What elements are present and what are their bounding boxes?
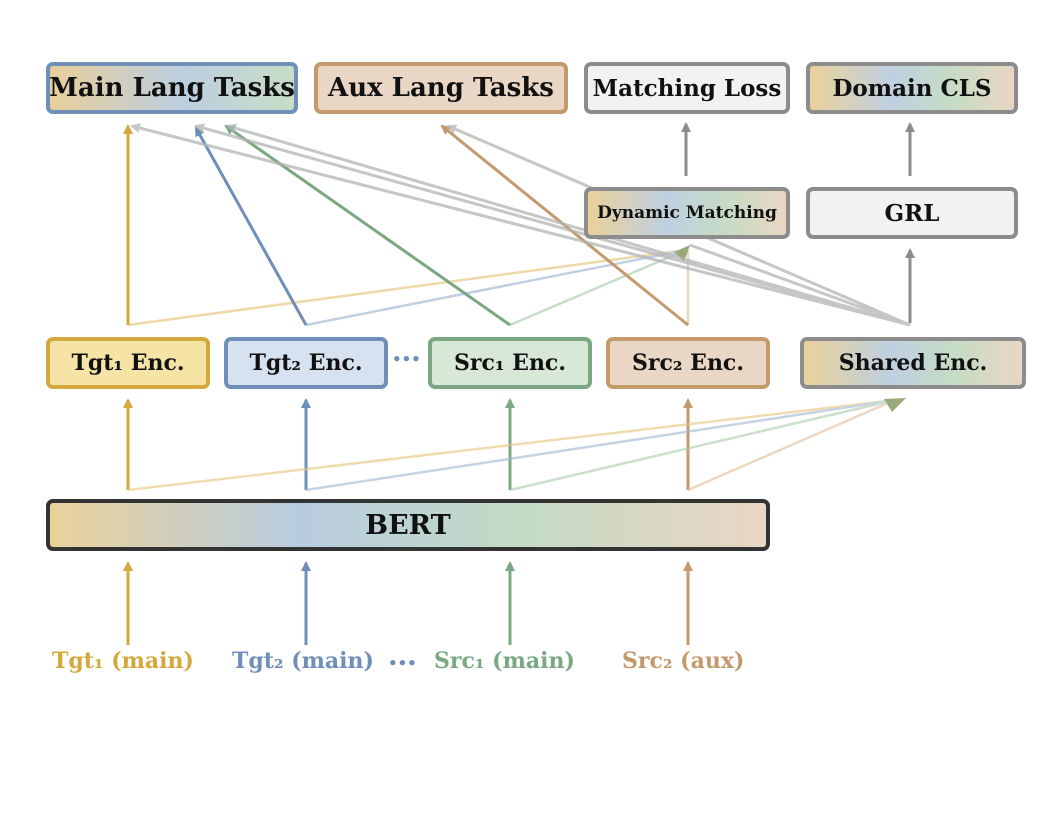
tgt1-encoder-label: Tgt₁ Enc.	[71, 350, 185, 376]
arrow-shared-main-1	[130, 123, 911, 327]
line-bert-tgt1-shared	[127, 398, 896, 492]
domain-cls-label: Domain CLS	[832, 74, 992, 102]
encoder-to-matching-lines	[127, 248, 690, 327]
bert-box: BERT	[46, 499, 770, 551]
arrow-tgt2-main	[194, 126, 308, 326]
aux-lang-tasks-box: Aux Lang Tasks	[314, 62, 568, 114]
encoder-ellipsis: •••	[392, 350, 421, 368]
src2-encoder-box: Src₂ Enc.	[606, 337, 770, 389]
grl-box: GRL	[806, 187, 1018, 239]
input-ellipsis: •••	[388, 654, 417, 672]
line-bert-src2-shared	[687, 398, 896, 492]
matching-loss-box: Matching Loss	[584, 62, 790, 114]
shared-encoder-box: Shared Enc.	[800, 337, 1026, 389]
line-src1-matching	[509, 248, 687, 327]
tgt1-encoder-box: Tgt₁ Enc.	[46, 337, 210, 389]
arrow-shared-main-3	[226, 123, 911, 327]
grl-label: GRL	[884, 199, 940, 227]
domain-cls-box: Domain CLS	[806, 62, 1018, 114]
bert-label: BERT	[365, 509, 451, 541]
input-src1-label: Src₁ (main)	[434, 648, 575, 674]
input-tgt1-label: Tgt₁ (main)	[52, 648, 194, 674]
main-lang-tasks-box: Main Lang Tasks	[46, 62, 298, 114]
arrow-shared-matching	[689, 243, 911, 327]
dynamic-matching-label: Dynamic Matching	[597, 203, 777, 223]
aux-lang-tasks-label: Aux Lang Tasks	[328, 73, 554, 103]
line-tgt2-matching	[305, 248, 687, 327]
shared-encoder-label: Shared Enc.	[838, 350, 988, 376]
tgt2-encoder-label: Tgt₂ Enc.	[249, 350, 363, 376]
src2-encoder-label: Src₂ Enc.	[632, 350, 744, 376]
matching-arrowhead	[674, 245, 690, 262]
shared-enc-arrowhead	[884, 398, 906, 412]
line-bert-tgt2-shared	[305, 398, 896, 492]
src1-encoder-box: Src₁ Enc.	[428, 337, 592, 389]
gray-arrows	[681, 122, 915, 323]
src1-encoder-label: Src₁ Enc.	[454, 350, 566, 376]
input-tgt2-label: Tgt₂ (main)	[232, 648, 374, 674]
tgt2-encoder-box: Tgt₂ Enc.	[224, 337, 388, 389]
matching-loss-label: Matching Loss	[592, 74, 782, 102]
line-bert-src1-shared	[509, 398, 896, 492]
dynamic-matching-box: Dynamic Matching	[584, 187, 790, 239]
main-lang-tasks-label: Main Lang Tasks	[49, 73, 295, 103]
shared-to-task-arrows	[130, 123, 911, 327]
bert-to-shared-lines	[127, 398, 896, 492]
arrow-src1-main	[224, 124, 511, 327]
line-tgt1-matching	[127, 248, 687, 327]
input-arrows	[123, 561, 693, 645]
input-src2-label: Src₂ (aux)	[622, 648, 745, 674]
